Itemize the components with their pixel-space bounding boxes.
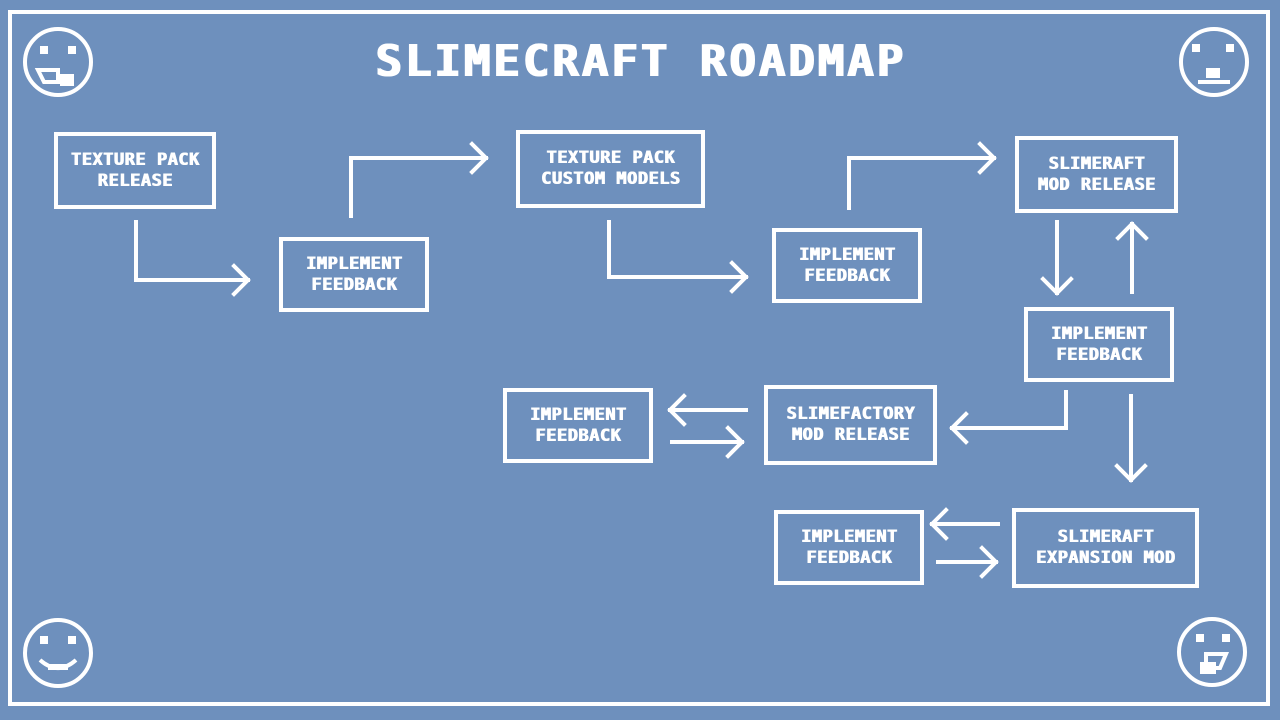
connector-arrow xyxy=(667,393,748,427)
connector-arrow xyxy=(1040,220,1074,296)
box-label: IMPLEMENT FEEDBACK xyxy=(529,404,627,446)
box-label: IMPLEMENT FEEDBACK xyxy=(800,526,898,568)
box-label: IMPLEMENT FEEDBACK xyxy=(1050,323,1148,365)
box-implement-feedback-5: IMPLEMENT FEEDBACK xyxy=(774,510,924,585)
connector-arrow xyxy=(936,545,999,579)
box-implement-feedback-4: IMPLEMENT FEEDBACK xyxy=(503,388,653,463)
box-slimecraft-expansion-mod: SLIMERAFT EXPANSION MOD xyxy=(1012,508,1199,588)
connector-arrow xyxy=(607,220,749,294)
box-label: TEXTURE PACK CUSTOM MODELS xyxy=(540,148,681,189)
connector-arrow xyxy=(1115,221,1149,294)
connector-arrow xyxy=(929,507,1000,541)
slime-face-icon xyxy=(23,618,93,688)
box-slimecraft-mod-release: SLIMERAFT MOD RELEASE xyxy=(1015,136,1178,213)
page-title: SLIMECRAFT ROADMAP xyxy=(374,36,906,87)
box-label: TEXTURE PACK RELEASE xyxy=(70,149,200,191)
box-implement-feedback-2: IMPLEMENT FEEDBACK xyxy=(772,228,922,303)
box-slimefactory-mod-release: SLIMEFACTORY MOD RELEASE xyxy=(764,385,937,465)
connector-arrow xyxy=(349,141,489,218)
slime-face-icon xyxy=(1177,617,1247,687)
box-label: SLIMEFACTORY MOD RELEASE xyxy=(786,404,915,445)
box-label: IMPLEMENT FEEDBACK xyxy=(798,244,896,286)
connector-arrow xyxy=(670,425,745,459)
connector-arrow xyxy=(134,220,251,297)
connector-arrow xyxy=(847,141,997,210)
box-implement-feedback-1: IMPLEMENT FEEDBACK xyxy=(279,237,429,312)
border-frame xyxy=(8,10,1270,706)
box-label: IMPLEMENT FEEDBACK xyxy=(305,253,403,295)
connector-arrow xyxy=(949,390,1068,445)
box-implement-feedback-3: IMPLEMENT FEEDBACK xyxy=(1024,307,1174,382)
box-texture-pack-release: TEXTURE PACK RELEASE xyxy=(54,132,216,209)
box-label: SLIMERAFT EXPANSION MOD xyxy=(1035,527,1176,568)
box-texture-pack-custom-models: TEXTURE PACK CUSTOM MODELS xyxy=(516,130,705,208)
box-label: SLIMERAFT MOD RELEASE xyxy=(1037,153,1156,195)
slime-face-icon xyxy=(23,27,93,97)
connector-arrow xyxy=(1114,394,1148,483)
slime-face-icon xyxy=(1179,27,1249,97)
